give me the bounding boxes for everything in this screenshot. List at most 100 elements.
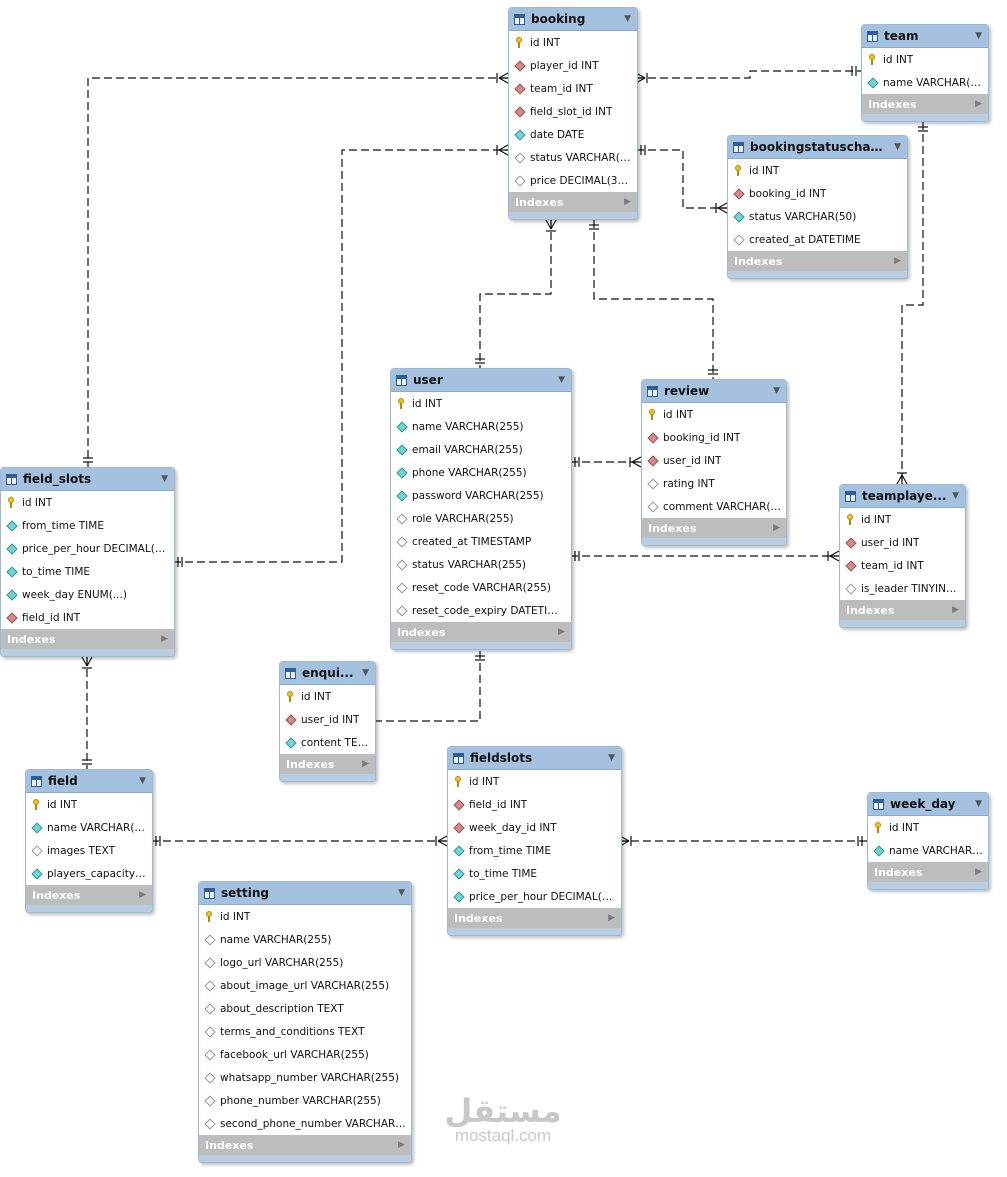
- indexes-section[interactable]: Indexes▶: [1, 629, 174, 649]
- column-row[interactable]: logo_url VARCHAR(255): [199, 951, 411, 974]
- indexes-section[interactable]: Indexes▶: [862, 94, 988, 114]
- column-row[interactable]: phone_number VARCHAR(255): [199, 1089, 411, 1112]
- table-header[interactable]: teamplaye...▼: [840, 485, 965, 508]
- column-row[interactable]: role VARCHAR(255): [391, 507, 571, 530]
- column-row[interactable]: team_id INT: [509, 77, 637, 100]
- column-row[interactable]: is_leader TINYINT(...: [840, 577, 965, 600]
- column-row[interactable]: to_time TIME: [1, 560, 174, 583]
- table-header[interactable]: booking▼: [509, 8, 637, 31]
- table-header[interactable]: field▼: [26, 770, 152, 793]
- chevron-down-icon[interactable]: ▼: [894, 142, 901, 152]
- indexes-section[interactable]: Indexes▶: [391, 622, 571, 642]
- indexes-section[interactable]: Indexes▶: [26, 885, 152, 905]
- expand-arrow-icon[interactable]: ▶: [975, 99, 982, 109]
- chevron-down-icon[interactable]: ▼: [975, 799, 982, 809]
- expand-arrow-icon[interactable]: ▶: [608, 913, 615, 923]
- column-row[interactable]: id INT: [280, 685, 375, 708]
- table-header[interactable]: team▼: [862, 25, 988, 48]
- column-row[interactable]: to_time TIME: [448, 862, 621, 885]
- table-header[interactable]: setting▼: [199, 882, 411, 905]
- chevron-down-icon[interactable]: ▼: [558, 375, 565, 385]
- column-row[interactable]: id INT: [728, 159, 907, 182]
- expand-arrow-icon[interactable]: ▶: [975, 867, 982, 877]
- expand-arrow-icon[interactable]: ▶: [773, 523, 780, 533]
- column-row[interactable]: reset_code VARCHAR(255): [391, 576, 571, 599]
- column-row[interactable]: facebook_url VARCHAR(255): [199, 1043, 411, 1066]
- chevron-down-icon[interactable]: ▼: [362, 668, 369, 678]
- indexes-section[interactable]: Indexes▶: [868, 862, 988, 882]
- column-row[interactable]: about_image_url VARCHAR(255): [199, 974, 411, 997]
- column-row[interactable]: terms_and_conditions TEXT: [199, 1020, 411, 1043]
- column-row[interactable]: name VARCHAR(255): [199, 928, 411, 951]
- column-row[interactable]: id INT: [840, 508, 965, 531]
- table-header[interactable]: fieldslots▼: [448, 747, 621, 770]
- column-row[interactable]: id INT: [1, 491, 174, 514]
- table-header[interactable]: bookingstatuschan...▼: [728, 136, 907, 159]
- column-row[interactable]: booking_id INT: [728, 182, 907, 205]
- column-row[interactable]: date DATE: [509, 123, 637, 146]
- expand-arrow-icon[interactable]: ▶: [362, 759, 369, 769]
- column-row[interactable]: id INT: [642, 403, 786, 426]
- column-row[interactable]: team_id INT: [840, 554, 965, 577]
- column-row[interactable]: id INT: [391, 392, 571, 415]
- column-row[interactable]: id INT: [199, 905, 411, 928]
- chevron-down-icon[interactable]: ▼: [139, 776, 146, 786]
- column-row[interactable]: user_id INT: [840, 531, 965, 554]
- column-row[interactable]: price_per_hour DECIMAL(38,...: [1, 537, 174, 560]
- column-row[interactable]: players_capacity INT: [26, 862, 152, 885]
- table-header[interactable]: week_day▼: [868, 793, 988, 816]
- indexes-section[interactable]: Indexes▶: [280, 754, 375, 774]
- indexes-section[interactable]: Indexes▶: [199, 1135, 411, 1155]
- indexes-section[interactable]: Indexes▶: [642, 518, 786, 538]
- chevron-down-icon[interactable]: ▼: [398, 888, 405, 898]
- column-row[interactable]: name VARCHAR(255): [862, 71, 988, 94]
- chevron-down-icon[interactable]: ▼: [624, 14, 631, 24]
- column-row[interactable]: reset_code_expiry DATETIME(6): [391, 599, 571, 622]
- column-row[interactable]: user_id INT: [280, 708, 375, 731]
- expand-arrow-icon[interactable]: ▶: [894, 256, 901, 266]
- column-row[interactable]: id INT: [862, 48, 988, 71]
- expand-arrow-icon[interactable]: ▶: [558, 627, 565, 637]
- column-row[interactable]: name VARCHAR(20): [868, 839, 988, 862]
- expand-arrow-icon[interactable]: ▶: [952, 605, 959, 615]
- column-row[interactable]: booking_id INT: [642, 426, 786, 449]
- column-row[interactable]: id INT: [868, 816, 988, 839]
- table-header[interactable]: user▼: [391, 369, 571, 392]
- column-row[interactable]: user_id INT: [642, 449, 786, 472]
- column-row[interactable]: name VARCHAR(255): [391, 415, 571, 438]
- column-row[interactable]: week_day_id INT: [448, 816, 621, 839]
- column-row[interactable]: status VARCHAR(50): [728, 205, 907, 228]
- column-row[interactable]: price DECIMAL(38,2): [509, 169, 637, 192]
- column-row[interactable]: second_phone_number VARCHAR(25...: [199, 1112, 411, 1135]
- column-row[interactable]: status VARCHAR(255): [391, 553, 571, 576]
- column-row[interactable]: field_id INT: [1, 606, 174, 629]
- column-row[interactable]: id INT: [448, 770, 621, 793]
- column-row[interactable]: price_per_hour DECIMAL(10,...: [448, 885, 621, 908]
- table-header[interactable]: review▼: [642, 380, 786, 403]
- column-row[interactable]: id INT: [26, 793, 152, 816]
- column-row[interactable]: comment VARCHAR(25...: [642, 495, 786, 518]
- column-row[interactable]: images TEXT: [26, 839, 152, 862]
- column-row[interactable]: phone VARCHAR(255): [391, 461, 571, 484]
- expand-arrow-icon[interactable]: ▶: [624, 197, 631, 207]
- column-row[interactable]: email VARCHAR(255): [391, 438, 571, 461]
- column-row[interactable]: password VARCHAR(255): [391, 484, 571, 507]
- chevron-down-icon[interactable]: ▼: [773, 386, 780, 396]
- column-row[interactable]: name VARCHAR(255): [26, 816, 152, 839]
- expand-arrow-icon[interactable]: ▶: [161, 634, 168, 644]
- indexes-section[interactable]: Indexes▶: [728, 251, 907, 271]
- indexes-section[interactable]: Indexes▶: [448, 908, 621, 928]
- chevron-down-icon[interactable]: ▼: [952, 491, 959, 501]
- indexes-section[interactable]: Indexes▶: [509, 192, 637, 212]
